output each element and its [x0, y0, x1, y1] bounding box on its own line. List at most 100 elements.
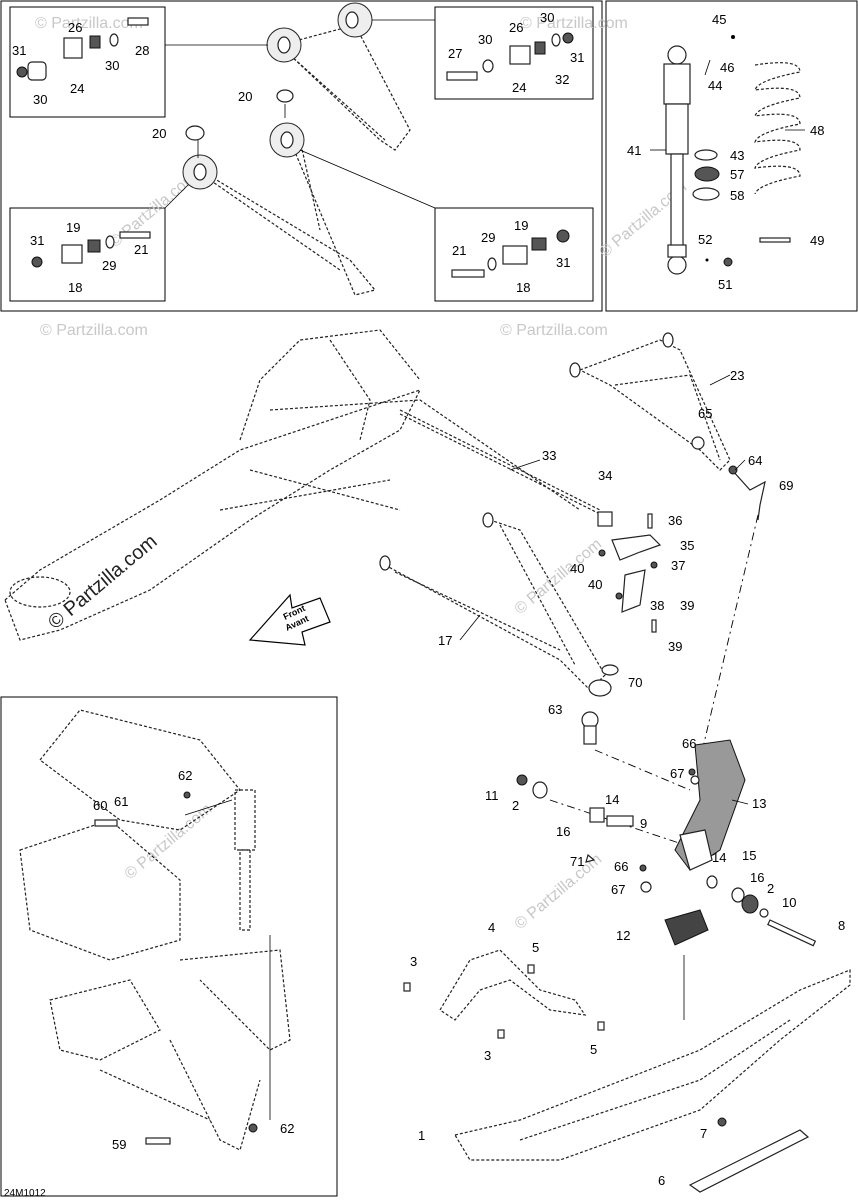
callout: 2 — [767, 881, 774, 896]
callout: 41 — [627, 143, 641, 158]
screw-3 — [403, 982, 411, 992]
shock-absorber — [663, 45, 691, 275]
spindle-13 — [674, 739, 746, 871]
screw-5 — [527, 964, 535, 974]
screw-5 — [597, 1021, 605, 1031]
callout: 39 — [680, 598, 694, 613]
bushing-20-icons — [185, 89, 294, 141]
callout: 40 — [588, 577, 602, 592]
callout: 16 — [750, 870, 764, 885]
upper-arm-hardware-box-right — [434, 6, 594, 100]
callout: 45 — [712, 12, 726, 27]
nut-62 — [183, 791, 191, 799]
watermark: © Partzilla.com — [40, 322, 148, 339]
watermark: © Partzilla.com — [512, 851, 606, 933]
link-hardware — [597, 511, 662, 633]
callout: 20 — [238, 89, 252, 104]
callout: 30 — [478, 32, 492, 47]
callout: 1 — [418, 1128, 425, 1143]
callout: 5 — [590, 1042, 597, 1057]
callout: 7 — [700, 1126, 707, 1141]
front-arrow: Front Avant — [248, 593, 331, 646]
callout: 49 — [810, 233, 824, 248]
callout: 71 — [570, 854, 584, 869]
callout: 30 — [540, 10, 554, 25]
callout: 26 — [68, 20, 82, 35]
leader-line — [709, 374, 731, 386]
callout: 16 — [556, 824, 570, 839]
callout: 31 — [30, 233, 44, 248]
callout: 40 — [570, 561, 584, 576]
callout: 64 — [748, 453, 762, 468]
bolt-59 — [145, 1137, 171, 1145]
watermark: © Partzilla.com — [520, 15, 628, 32]
callout: 21 — [452, 243, 466, 258]
callout: 31 — [570, 50, 584, 65]
watermark: © Partzilla.com — [500, 322, 608, 339]
callout: 15 — [742, 848, 756, 863]
lower-a-arm-17 — [379, 512, 612, 697]
callout: 23 — [730, 368, 744, 383]
callout: 24 — [70, 81, 84, 96]
callout: 44 — [708, 78, 722, 93]
callout: 34 — [598, 468, 612, 483]
callout: 31 — [12, 43, 26, 58]
callout: 28 — [135, 43, 149, 58]
upper-a-arm-inset-frame — [0, 0, 603, 312]
callout: 62 — [280, 1121, 294, 1136]
callout: 17 — [438, 633, 452, 648]
callout: 29 — [102, 258, 116, 273]
o-ring-70 — [601, 664, 619, 676]
ski-handle-4 — [439, 949, 587, 1021]
ball-joint-63 — [581, 711, 599, 745]
callout: 19 — [514, 218, 528, 233]
callout: 35 — [680, 538, 694, 553]
callout: 18 — [68, 280, 82, 295]
sway-bar-link-33 — [399, 409, 601, 515]
callout: 11 — [485, 788, 499, 803]
nut-62 — [248, 1123, 258, 1133]
callout: 26 — [509, 20, 523, 35]
callout: 62 — [178, 768, 192, 783]
shock-small-parts — [692, 35, 791, 267]
chassis-overview-sketch — [4, 329, 581, 641]
callout: 57 — [730, 167, 744, 182]
shock-inset-frame — [605, 0, 858, 312]
callout: 20 — [152, 126, 166, 141]
callout: 70 — [628, 675, 642, 690]
callout: 14 — [605, 792, 619, 807]
callout: 58 — [730, 188, 744, 203]
leader-line — [299, 149, 436, 209]
callout: 18 — [516, 280, 530, 295]
rubber-pad-12 — [664, 909, 709, 946]
callout: 3 — [410, 954, 417, 969]
watermark: © Partzilla.com — [35, 15, 143, 32]
nut-66 — [688, 768, 696, 776]
upper-a-arm-sketch — [266, 2, 411, 151]
callout: 30 — [33, 92, 47, 107]
callout: 52 — [698, 232, 712, 247]
callout: 29 — [481, 230, 495, 245]
callout: 46 — [720, 60, 734, 75]
callout: 51 — [718, 277, 732, 292]
washer-67 — [690, 775, 700, 785]
centerline — [699, 514, 759, 761]
callout: 67 — [670, 766, 684, 781]
callout: 66 — [614, 859, 628, 874]
callout: 10 — [782, 895, 796, 910]
callout: 66 — [682, 736, 696, 751]
callout: 4 — [488, 920, 495, 935]
callout: 6 — [658, 1173, 665, 1188]
spindle-hardware — [516, 774, 817, 947]
leader-line — [704, 59, 711, 76]
leader-line — [734, 459, 746, 471]
installation-view-sketch — [19, 709, 291, 1151]
upper-arm-hardware-box-left — [9, 6, 166, 118]
callout: 59 — [112, 1137, 126, 1152]
lower-arm-hardware-box-right — [434, 207, 594, 302]
callout: 13 — [752, 796, 766, 811]
callout: 69 — [779, 478, 793, 493]
callout: 3 — [484, 1048, 491, 1063]
ski-1 — [454, 969, 851, 1161]
